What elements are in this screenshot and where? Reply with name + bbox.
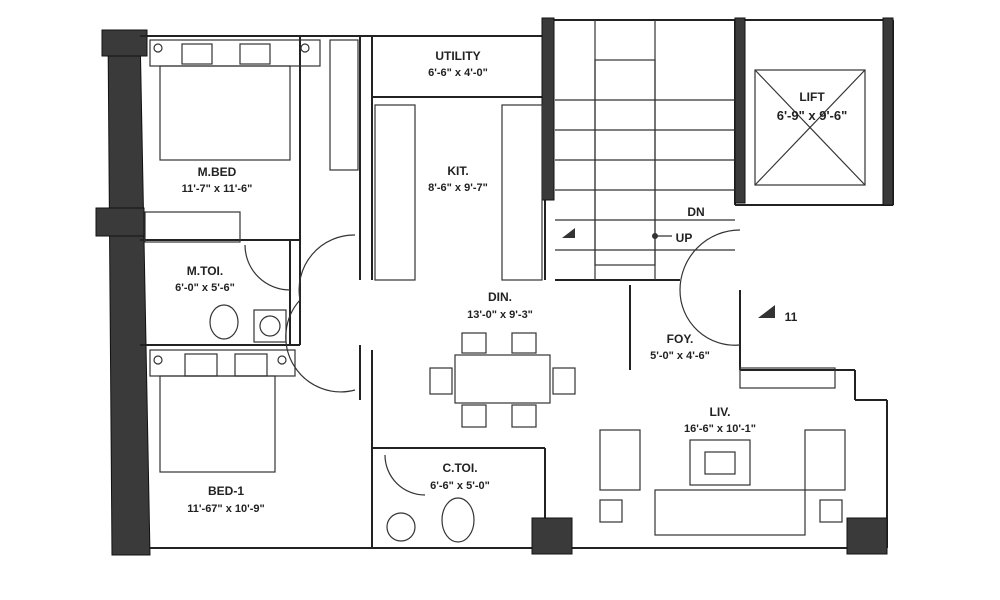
- walls: [140, 19, 894, 549]
- room-name-foy: FOY.: [667, 332, 694, 346]
- room-name-mbed: M.BED: [198, 165, 237, 179]
- doors: [244, 229, 741, 496]
- room-size-mbed: 11'-7" x 11'-6": [182, 183, 253, 195]
- lift-wall: [734, 17, 746, 204]
- room-name-bed1: BED-1: [208, 484, 244, 498]
- section-marker-icon: [758, 305, 775, 318]
- lift-wall: [882, 17, 894, 206]
- room-size-din: 13'-0" x 9'-3": [467, 309, 533, 321]
- furniture: [144, 20, 866, 543]
- column: [531, 517, 573, 555]
- room-name-utility: UTILITY: [435, 49, 480, 63]
- room-name-mtoi: M.TOI.: [187, 264, 223, 278]
- room-name-ctoi: C.TOI.: [442, 461, 477, 475]
- column: [101, 29, 148, 57]
- room-size-lift: 6'-9" x 9'-6": [777, 108, 848, 123]
- section-marker-icon: [562, 228, 575, 238]
- room-name-liv: LIV.: [710, 405, 731, 419]
- room-size-foy: 5'-0" x 4'-6": [650, 350, 710, 362]
- left-wall: [107, 29, 151, 556]
- room-size-mtoi: 6'-0" x 5'-6": [175, 282, 235, 294]
- column: [95, 207, 145, 237]
- stair-up-label: UP: [676, 231, 693, 245]
- stair-dn-label: DN: [687, 205, 704, 219]
- room-name-lift: LIFT: [799, 90, 825, 104]
- room-size-bed1: 11'-67" x 10'-9": [187, 503, 264, 515]
- room-size-kit: 8'-6" x 9'-7": [428, 182, 488, 194]
- column: [846, 517, 888, 555]
- room-size-utility: 6'-6" x 4'-0": [428, 67, 488, 79]
- room-size-ctoi: 6'-6" x 5'-0": [430, 480, 490, 492]
- room-name-kit: KIT.: [447, 164, 468, 178]
- room-size-liv: 16'-6" x 10'-1": [684, 423, 756, 435]
- stair-wall: [541, 17, 555, 201]
- room-name-din: DIN.: [488, 290, 512, 304]
- stair-arrow-icon: [652, 233, 658, 239]
- entry-marker-label: 11: [785, 310, 798, 324]
